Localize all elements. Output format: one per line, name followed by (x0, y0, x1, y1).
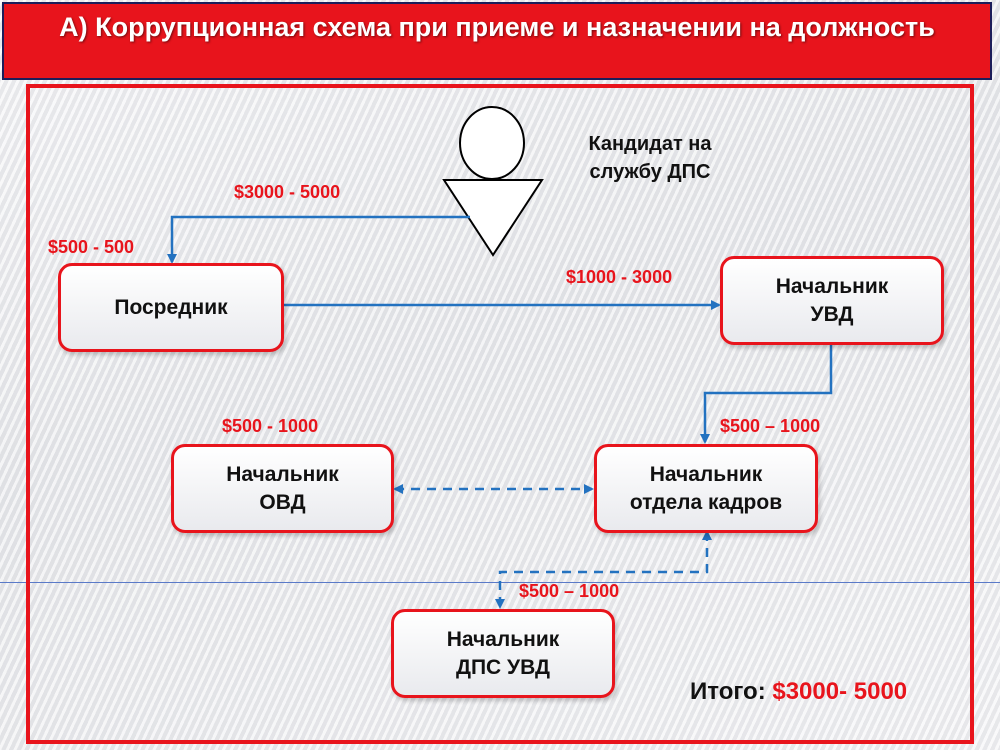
candidate-label: Кандидат на службу ДПС (588, 133, 712, 183)
box-head-ovd: Начальник ОВД (171, 444, 394, 533)
content-frame (26, 84, 974, 744)
box-head-hr: Начальник отдела кадров (594, 444, 818, 533)
amount-intermediary-to-uvd: $1000 - 3000 (566, 267, 673, 287)
box-head-dps: Начальник ДПС УВД (391, 609, 615, 698)
arrow-candidate-to-intermediary (167, 215, 470, 264)
arrow-hr-dps-bidirectional (495, 530, 712, 609)
person-icon (442, 106, 544, 257)
amount-uvd-to-hr: $500 – 1000 (720, 416, 821, 436)
amount-ovd: $500 - 1000 (222, 416, 319, 436)
arrow-uvd-to-hr (700, 344, 833, 444)
total-value: $3000- 5000 (772, 678, 908, 705)
box-intermediary: Посредник (58, 263, 284, 352)
total-line: Итого: $3000- 5000 (690, 678, 907, 706)
box-head-uvd: Начальник УВД (720, 256, 944, 345)
slide-title: А) Коррупционная схема при приеме и назн… (2, 2, 992, 80)
amount-hr-to-dps: $500 – 1000 (519, 581, 620, 601)
total-label: Итого: (690, 678, 766, 705)
amount-candidate-to-intermediary: $3000 - 5000 (234, 182, 341, 202)
amount-intermediary-keep: $500 - 500 (48, 237, 135, 257)
